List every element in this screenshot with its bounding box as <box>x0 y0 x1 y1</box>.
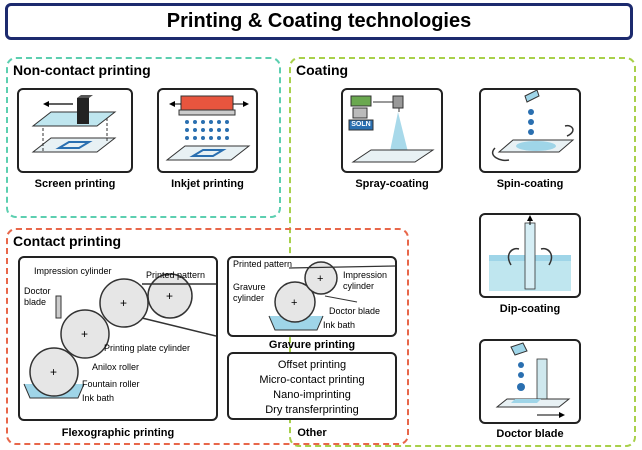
screen-printing-caption: Screen printing <box>34 178 116 190</box>
doctor-blade-caption: Doctor blade <box>496 428 564 440</box>
flexo-doctor-blade-label: Doctor blade <box>24 286 51 307</box>
other-item: Nano-imprinting <box>273 389 351 401</box>
doctor-blade-coating-illustration <box>495 342 571 418</box>
flexo-impression-cylinder-label: Impression cylinder <box>34 266 112 276</box>
contact-section <box>6 228 409 445</box>
spray-solution-badge: SOLN <box>351 121 371 128</box>
svg-text:+: + <box>81 327 88 341</box>
flexo-fountain-roller-label: Fountain roller <box>82 379 140 389</box>
flexo-anilox-roller-label: Anilox roller <box>92 362 140 372</box>
spin-coating-caption: Spin-coating <box>496 178 564 190</box>
flexographic-illustration: + + + + <box>23 273 216 399</box>
flexo-ink-bath-label: Ink bath <box>82 393 115 403</box>
screen-printing-illustration <box>31 95 117 153</box>
dip-coating-panel <box>479 213 581 298</box>
inkjet-printing-panel <box>157 88 258 173</box>
gravure-caption: Gravure printing <box>268 339 356 351</box>
spray-coating-panel: SOLN <box>341 88 443 173</box>
other-item: Micro-contact printing <box>259 374 365 386</box>
spray-coating-caption: Spray-coating <box>355 178 429 190</box>
coating-title: Coating <box>296 62 349 78</box>
other-item: Dry transferprinting <box>265 404 359 416</box>
svg-text:+: + <box>166 289 173 303</box>
other-item: Offset printing <box>277 359 347 371</box>
page-title: Printing & Coating technologies <box>166 10 472 32</box>
flexographic-panel: + + + + Impression cylinder Printed patt… <box>18 256 218 421</box>
gravure-doctor-blade-label: Doctor blade <box>329 306 381 316</box>
gravure-impression-cylinder-label: Impression cylinder <box>343 270 388 291</box>
gravure-illustration: + + <box>268 261 395 331</box>
inkjet-printing-caption: Inkjet printing <box>171 178 244 190</box>
flexo-printing-plate-cylinder-label: Printing plate cylinder <box>104 343 191 353</box>
gravure-cylinder-label: Gravure cylinder <box>233 282 266 303</box>
svg-text:+: + <box>120 296 127 310</box>
svg-text:+: + <box>50 365 57 379</box>
non-contact-title: Non-contact printing <box>13 62 151 78</box>
spray-coating-illustration <box>348 95 435 163</box>
contact-title: Contact printing <box>13 233 122 249</box>
svg-text:+: + <box>317 273 323 285</box>
screen-printing-panel <box>17 88 133 173</box>
other-panel: Offset printing Micro-contact printing N… <box>227 352 397 420</box>
other-caption: Other <box>297 427 327 439</box>
doctor-blade-coating-panel <box>479 339 581 424</box>
non-contact-section <box>6 57 281 218</box>
gravure-panel: + + Printed pattern Impression cylinder … <box>227 256 397 337</box>
dip-coating-caption: Dip-coating <box>499 303 561 315</box>
spin-coating-panel <box>479 88 581 173</box>
coating-section <box>289 57 636 447</box>
spin-coating-illustration <box>491 90 575 162</box>
title-box: Printing & Coating technologies <box>5 3 633 40</box>
flexographic-caption: Flexographic printing <box>61 427 175 439</box>
dip-coating-illustration <box>489 215 571 291</box>
flexo-printed-pattern-label: Printed pattern <box>146 270 206 280</box>
svg-text:+: + <box>291 297 297 309</box>
gravure-ink-bath-label: Ink bath <box>323 320 356 330</box>
inkjet-printing-illustration <box>165 95 251 161</box>
gravure-printed-pattern-label: Printed pattern <box>233 259 293 269</box>
